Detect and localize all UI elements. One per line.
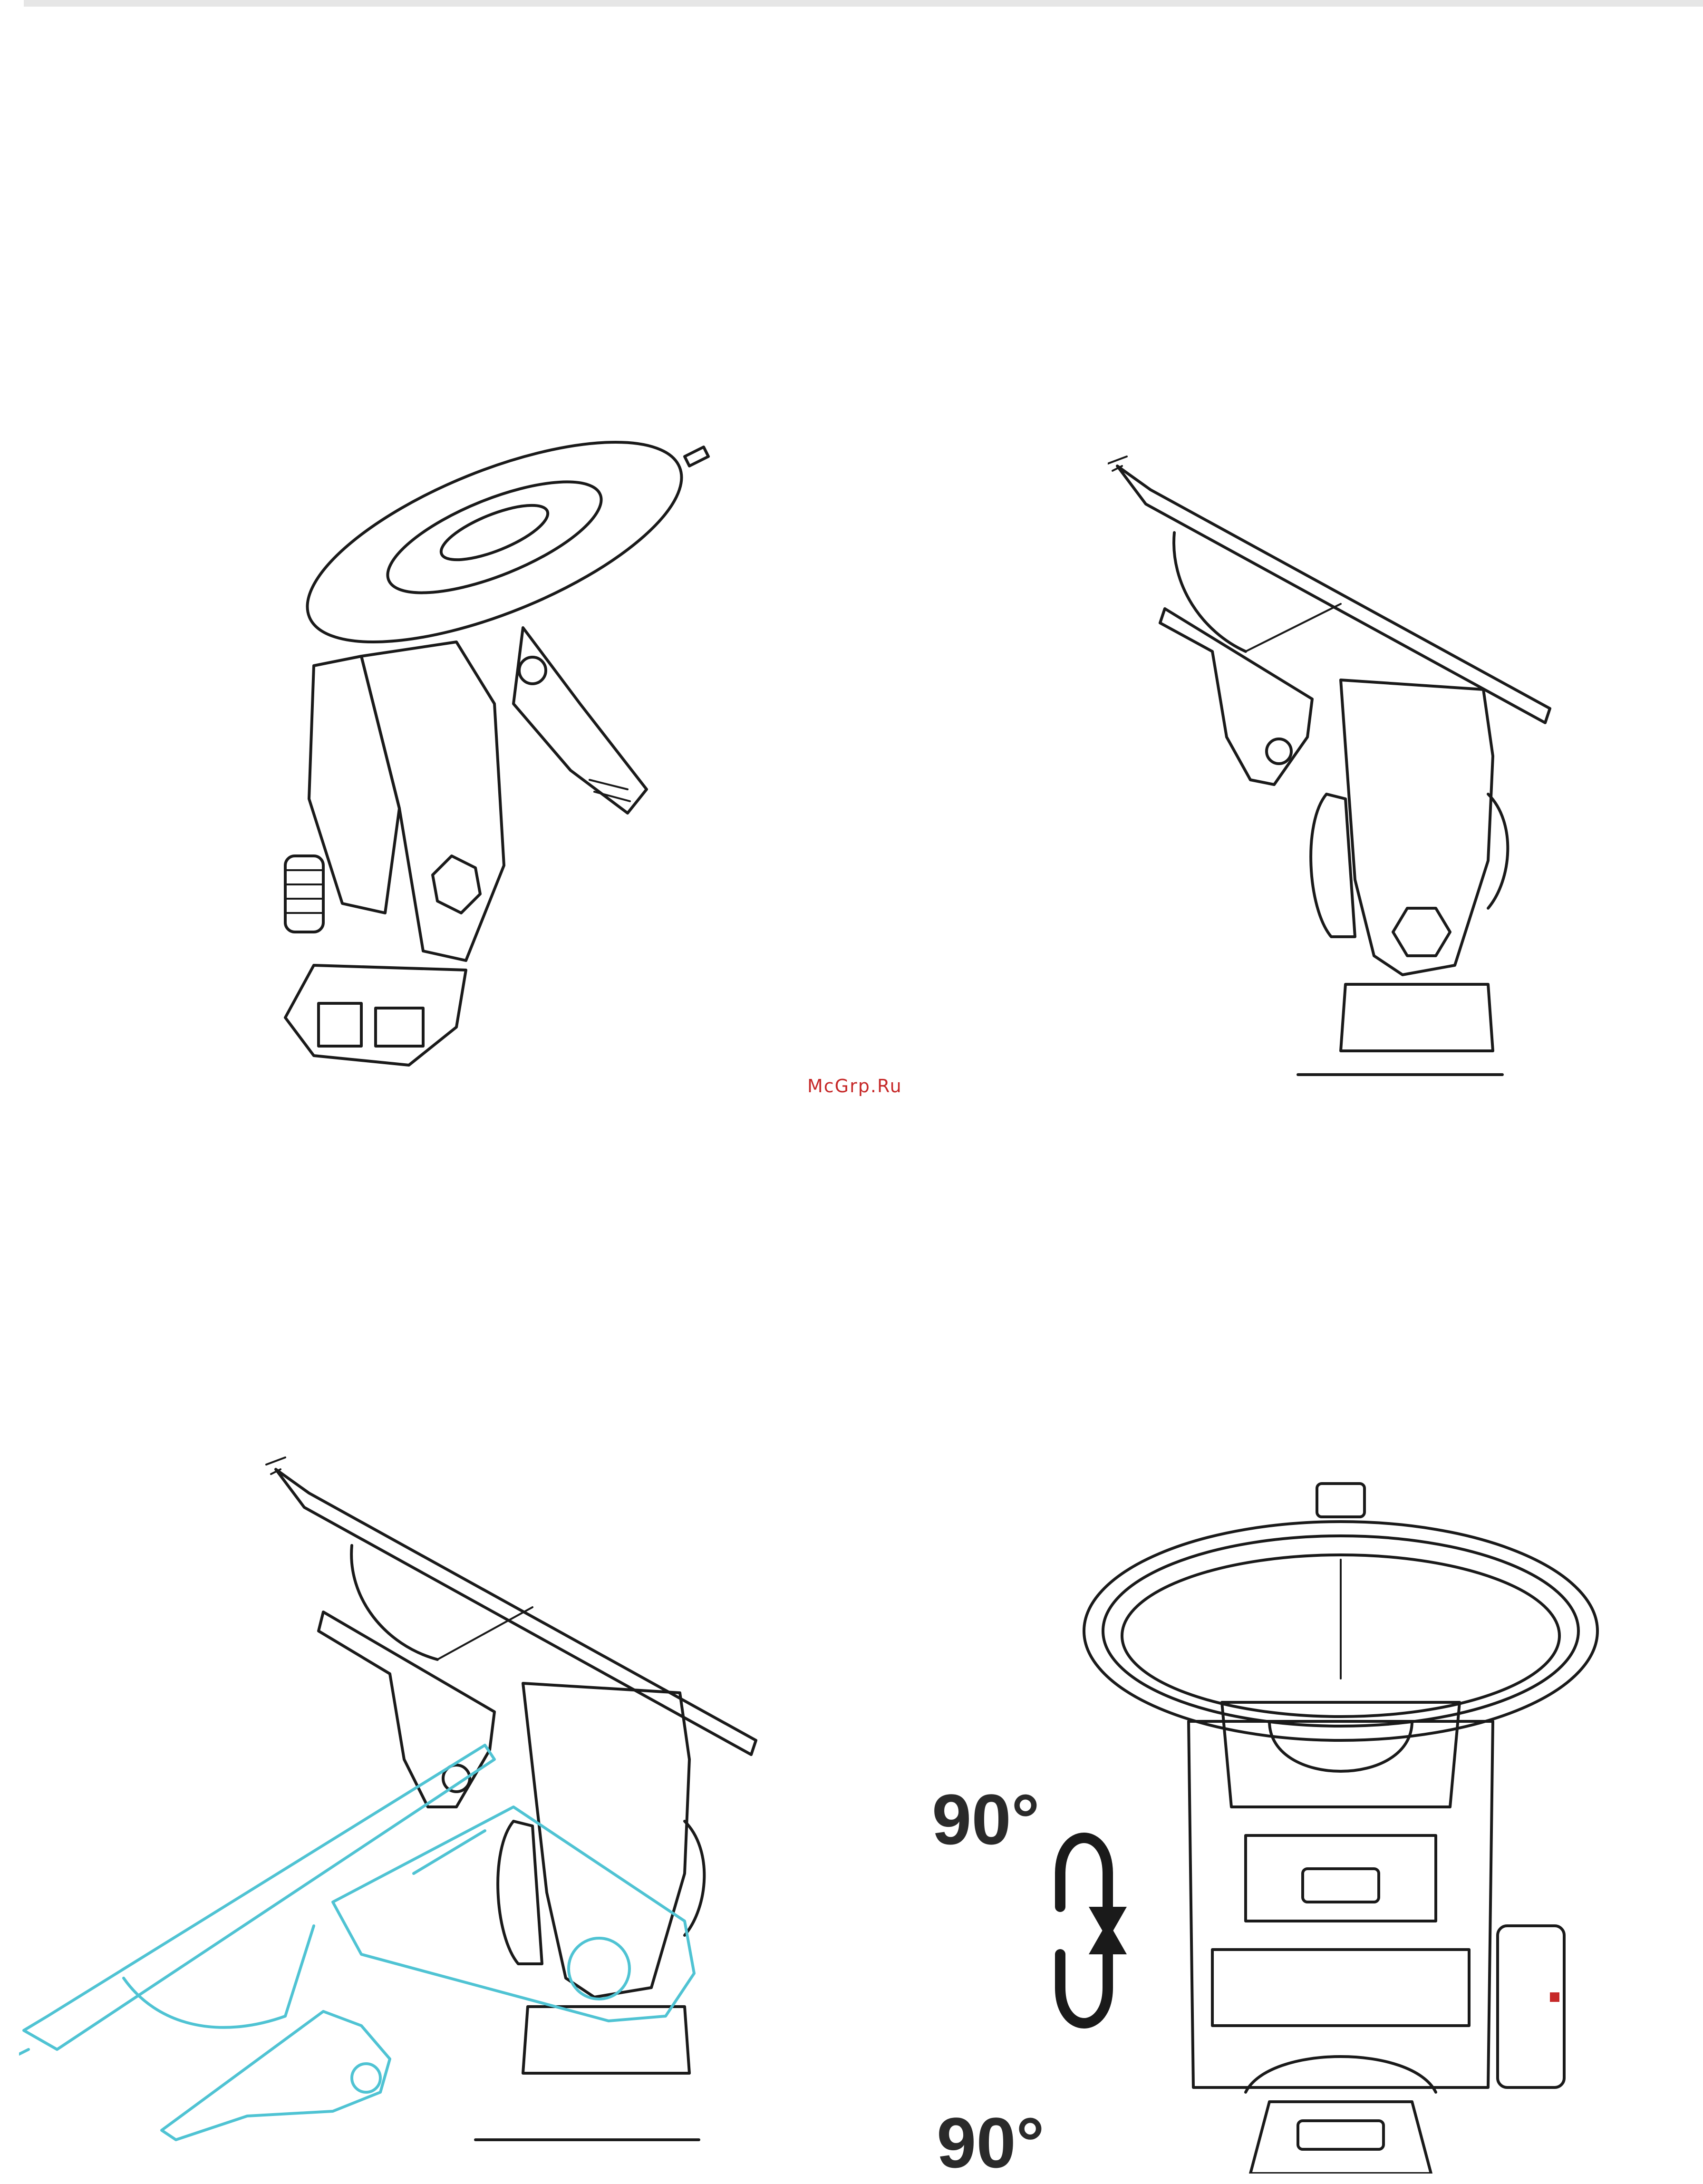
mount-front-view (1070, 1474, 1703, 2174)
rotation-angle-bottom: 90° (937, 2102, 1045, 2184)
mount-side-view (1108, 452, 1564, 1079)
page-top-rule (24, 0, 1703, 7)
mount-tilt-range-view (19, 1455, 780, 2174)
mount-perspective-view (266, 437, 723, 1075)
rotation-angle-top: 90° (932, 1778, 1040, 1861)
watermark-text: McGrp.Ru (807, 1076, 902, 1097)
rotation-arrows-icon (1041, 1797, 1146, 2064)
